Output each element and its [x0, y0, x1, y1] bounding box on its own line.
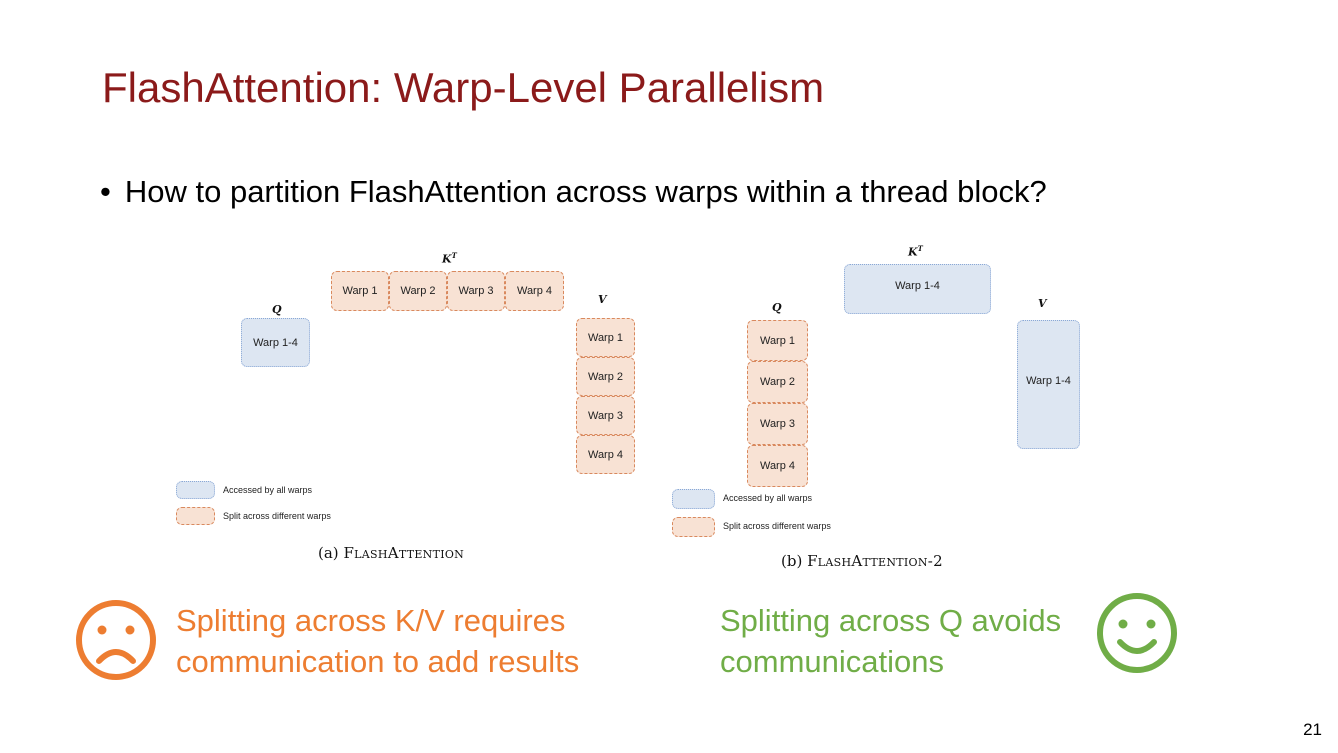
note-q-split-line-2: communications [720, 644, 944, 679]
note-kv-split-line-2: communication to add results [176, 644, 580, 679]
q-block-warp-4: Warp 4 [747, 445, 808, 487]
bullet-dot: • [100, 174, 111, 209]
kt-block-warp-4: Warp 4 [505, 271, 564, 311]
legend-shared-label: Accessed by all warps [223, 485, 313, 495]
caption-a-name: FlashAttention [343, 544, 465, 562]
kt-label-base-b: K [908, 245, 918, 259]
slide-title: FlashAttention: Warp-Level Parallelism [102, 64, 825, 111]
kt-matrix-label-b: KT [908, 244, 923, 259]
kt-block-warp-2: Warp 2 [389, 271, 447, 311]
note-q-split-line-1: Splitting across Q avoids [720, 603, 1062, 638]
v-block-warp-3: Warp 3 [576, 396, 635, 435]
legend-shared-label-b: Accessed by all warps [723, 493, 813, 503]
v-matrix-label: V [598, 293, 607, 306]
note-q-split: Splitting across Q avoids communications [720, 600, 1061, 682]
note-kv-split: Splitting across K/V requires communicat… [176, 600, 579, 682]
q-block-warp-2: Warp 2 [747, 361, 808, 403]
v-block-b: Warp 1-4 [1017, 320, 1080, 449]
q-block: Warp 1-4 [241, 318, 310, 367]
v-matrix-label-b: V [1038, 297, 1047, 310]
smiley-face-icon [1097, 593, 1177, 673]
page-number: 21 [1303, 720, 1322, 739]
kt-label-superscript: T [451, 251, 457, 260]
legend-split-swatch [176, 507, 215, 525]
note-kv-split-line-1: Splitting across K/V requires [176, 603, 566, 638]
v-block-warp-2: Warp 2 [576, 357, 635, 396]
kt-block-b: Warp 1-4 [844, 264, 991, 314]
kt-block-warp-3: Warp 3 [447, 271, 505, 311]
legend-shared-swatch [176, 481, 215, 499]
v-block-warp-1: Warp 1 [576, 318, 635, 357]
kt-label-superscript-b: T [917, 244, 923, 253]
sad-face-icon [76, 600, 156, 680]
caption-a-prefix: (a) [318, 544, 339, 562]
caption-b: (b) FlashAttention-2 [781, 552, 943, 570]
bullet-text: How to partition FlashAttention across w… [124, 174, 1047, 209]
kt-label-base: K [442, 252, 452, 266]
v-block-warp-4: Warp 4 [576, 435, 635, 474]
kt-matrix-label: KT [442, 251, 457, 266]
caption-b-name: FlashAttention-2 [807, 552, 943, 570]
bullet-point: • How to partition FlashAttention across … [100, 174, 1047, 210]
legend-split-label-b: Split across different warps [723, 521, 831, 531]
kt-block-warp-1: Warp 1 [331, 271, 389, 311]
caption-b-prefix: (b) [781, 552, 803, 570]
legend-shared-swatch-b [672, 489, 715, 509]
q-block-warp-1: Warp 1 [747, 320, 808, 361]
q-matrix-label-b: Q [772, 301, 782, 314]
q-block-warp-3: Warp 3 [747, 403, 808, 445]
legend-split-label: Split across different warps [223, 511, 331, 521]
legend-split-swatch-b [672, 517, 715, 537]
caption-a: (a) FlashAttention [318, 544, 464, 562]
q-matrix-label: Q [272, 303, 282, 316]
